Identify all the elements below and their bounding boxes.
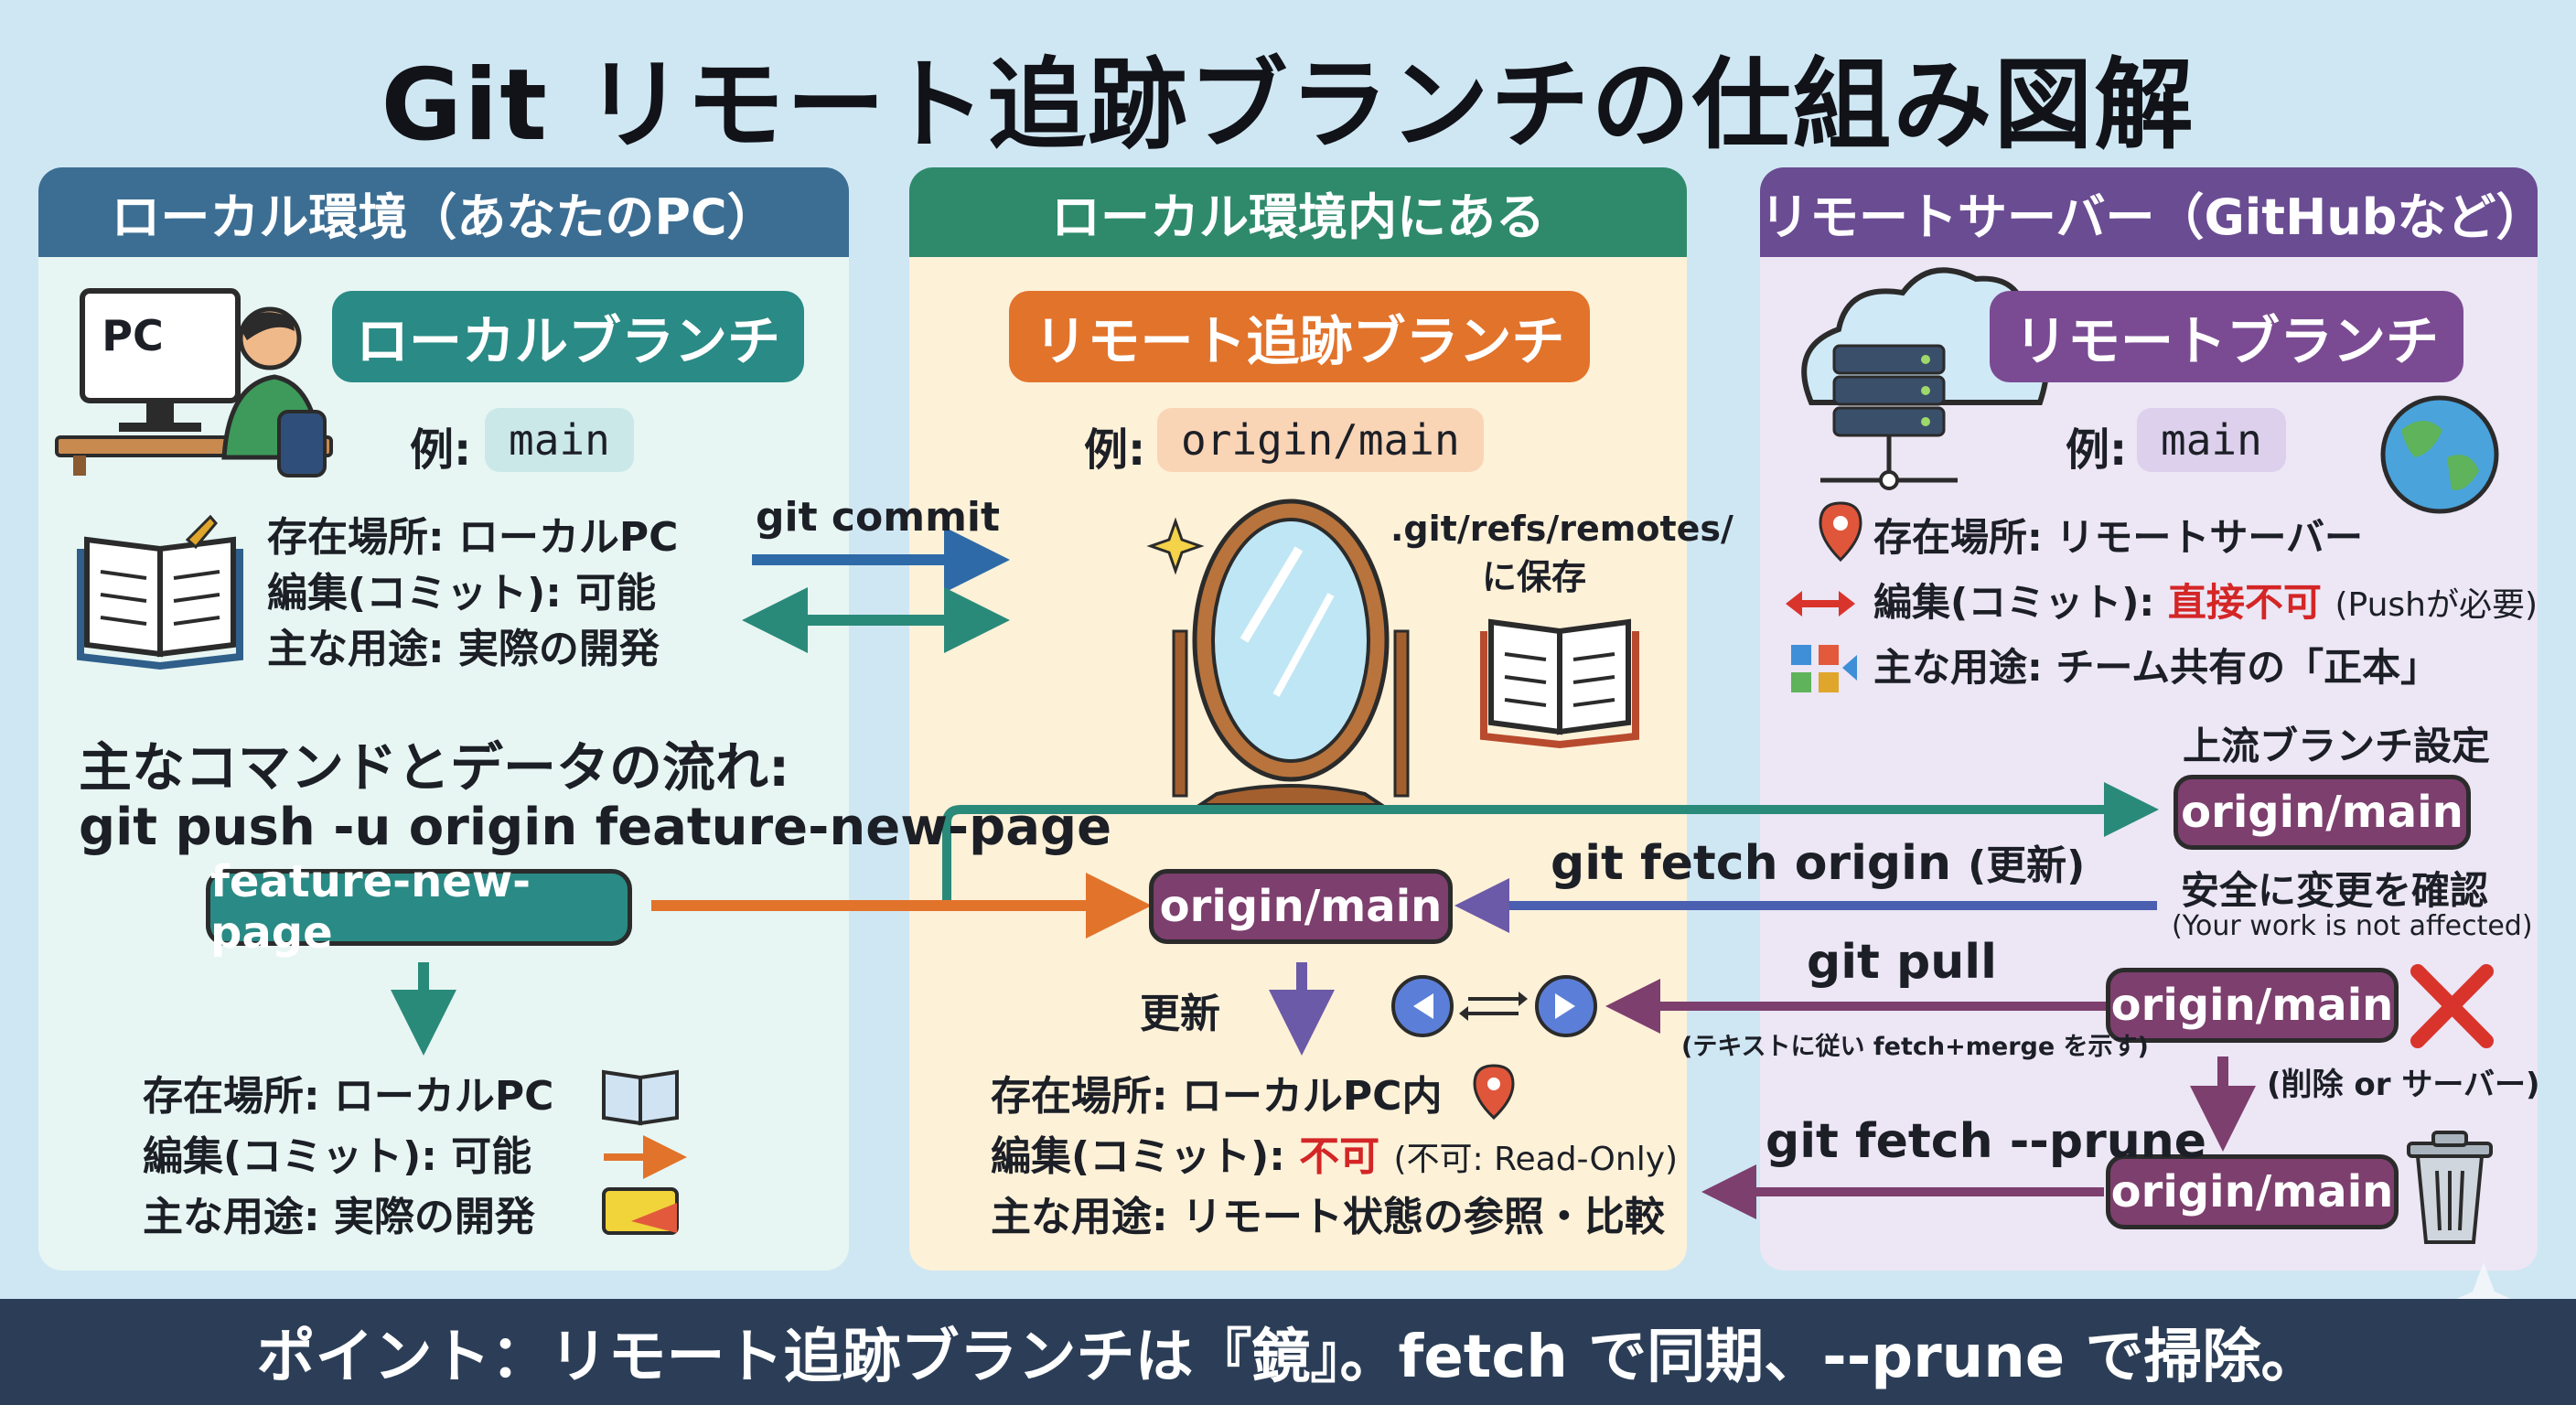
pull-command-label: git pull (1807, 935, 1997, 990)
upstream-ref-pill: origin/main (2174, 775, 2471, 850)
book-icon (77, 514, 243, 670)
feature-branch-pill: feature-new-page (206, 856, 632, 959)
local-bottom-location: 存在場所: ローカルPC (143, 1073, 554, 1120)
team-share-icon (1791, 645, 1857, 692)
upstream-label: 上流ブランチ設定 (2183, 724, 2491, 768)
middle-info-edit-prefix: 編集(コミット): (991, 1133, 1300, 1180)
remote-info-edit: 編集(コミット): 直接不可 (Pushが必要) (1873, 573, 2538, 636)
remote-info-edit-note: (Pushが必要) (2334, 586, 2538, 624)
middle-info-edit-note: (不可: Read-Only) (1393, 1141, 1679, 1178)
local-panel-header: ローカル環境（あなたのPC） (38, 167, 849, 257)
safe-label: 安全に変更を確認 (2181, 868, 2489, 913)
remote-panel-header: リモートサーバー（GitHubなど） (1760, 167, 2538, 257)
prune-command-label: git fetch --prune (1766, 1114, 2207, 1169)
book-icon (602, 1069, 679, 1126)
commands-heading: 主なコマンドとデータの流れ: (79, 736, 790, 799)
update-label: 更新 (1140, 991, 1220, 1037)
middle-info-edit: 編集(コミット): 不可 (不可: Read-Only) (991, 1127, 1678, 1190)
fetch-note: (更新) (1968, 842, 2086, 889)
push-upstream-arrow (942, 782, 2159, 901)
mirror-icon (1146, 499, 1410, 807)
pin-icon (1473, 1064, 1515, 1121)
git-path-suffix: に保存 (1482, 557, 1587, 597)
tracking-branch-title: リモート追跡ブランチ (1009, 291, 1590, 382)
middle-example-label: 例: (1084, 424, 1146, 476)
middle-info-use: 主な用途: リモート状態の参照・比較 (991, 1194, 1665, 1240)
footer-point: ポイント：リモート追跡ブランチは『鏡』。fetch で同期、--prune で掃… (0, 1299, 2576, 1405)
delete-note: (削除 or サーバー) (2267, 1067, 2540, 1103)
code-icon (602, 1187, 679, 1235)
local-info-location: 存在場所: ローカルPC (267, 514, 679, 561)
globe-icon (2380, 395, 2499, 514)
double-arrow-icon (1786, 591, 1855, 617)
local-info-use: 主な用途: 実際の開発 (267, 626, 660, 672)
local-bottom-edit: 編集(コミット): 可能 (143, 1133, 532, 1180)
remote-info-edit-prefix: 編集(コミット): (1873, 580, 2168, 625)
remote-branch-title: リモートブランチ (1990, 291, 2463, 382)
local-info-edit: 編集(コミット): 可能 (267, 570, 657, 617)
fetch-command-label: git fetch origin (更新) (1551, 832, 2085, 891)
cloud-server-icon (1801, 267, 2050, 490)
remote-info-use: 主な用途: チーム共有の「正本」 (1873, 645, 2440, 690)
book-icon (1480, 618, 1639, 749)
commit-command-label: git commit (756, 494, 1001, 541)
middle-info-location: 存在場所: ローカルPC内 (991, 1073, 1443, 1120)
remote-info-location: 存在場所: リモートサーバー (1873, 515, 2363, 560)
fetch-command: git fetch origin (1551, 836, 1951, 891)
push-command: git push -u origin feature-new-page (79, 798, 1112, 857)
pc-label: PC (102, 311, 164, 360)
middle-info-edit-value: 不可 (1299, 1133, 1380, 1180)
local-example-label: 例: (410, 424, 472, 476)
remote-example-label: 例: (2066, 424, 2128, 476)
pin-icon (1819, 501, 1862, 563)
delete-x-icon (2410, 964, 2494, 1048)
tracking-ref-pill: origin/main (1149, 869, 1453, 944)
local-branch-title: ローカルブランチ (332, 291, 804, 382)
remote-info-edit-value: 直接不可 (2167, 580, 2322, 625)
pc-user-icon (55, 288, 333, 477)
middle-panel-header: ローカル環境内にある (909, 167, 1687, 257)
prune-ref-pill: origin/main (2106, 1154, 2399, 1229)
middle-example-chip: origin/main (1157, 408, 1484, 472)
git-path-label: .git/refs/remotes/ (1390, 509, 1733, 549)
trash-icon (2407, 1131, 2493, 1244)
page-title: Git リモート追跡ブランチの仕組み図解 (381, 48, 2195, 163)
pull-note: (テキストに従い fetch+merge を示す) (1681, 1033, 2149, 1061)
pull-ref-pill: origin/main (2106, 968, 2399, 1043)
swap-icon (1391, 975, 1597, 1037)
remote-example-chip: main (2137, 408, 2286, 472)
safe-note: (Your work is not affected) (2172, 910, 2533, 942)
local-example-chip: main (485, 408, 634, 472)
local-bottom-use: 主な用途: 実際の開発 (143, 1194, 535, 1240)
